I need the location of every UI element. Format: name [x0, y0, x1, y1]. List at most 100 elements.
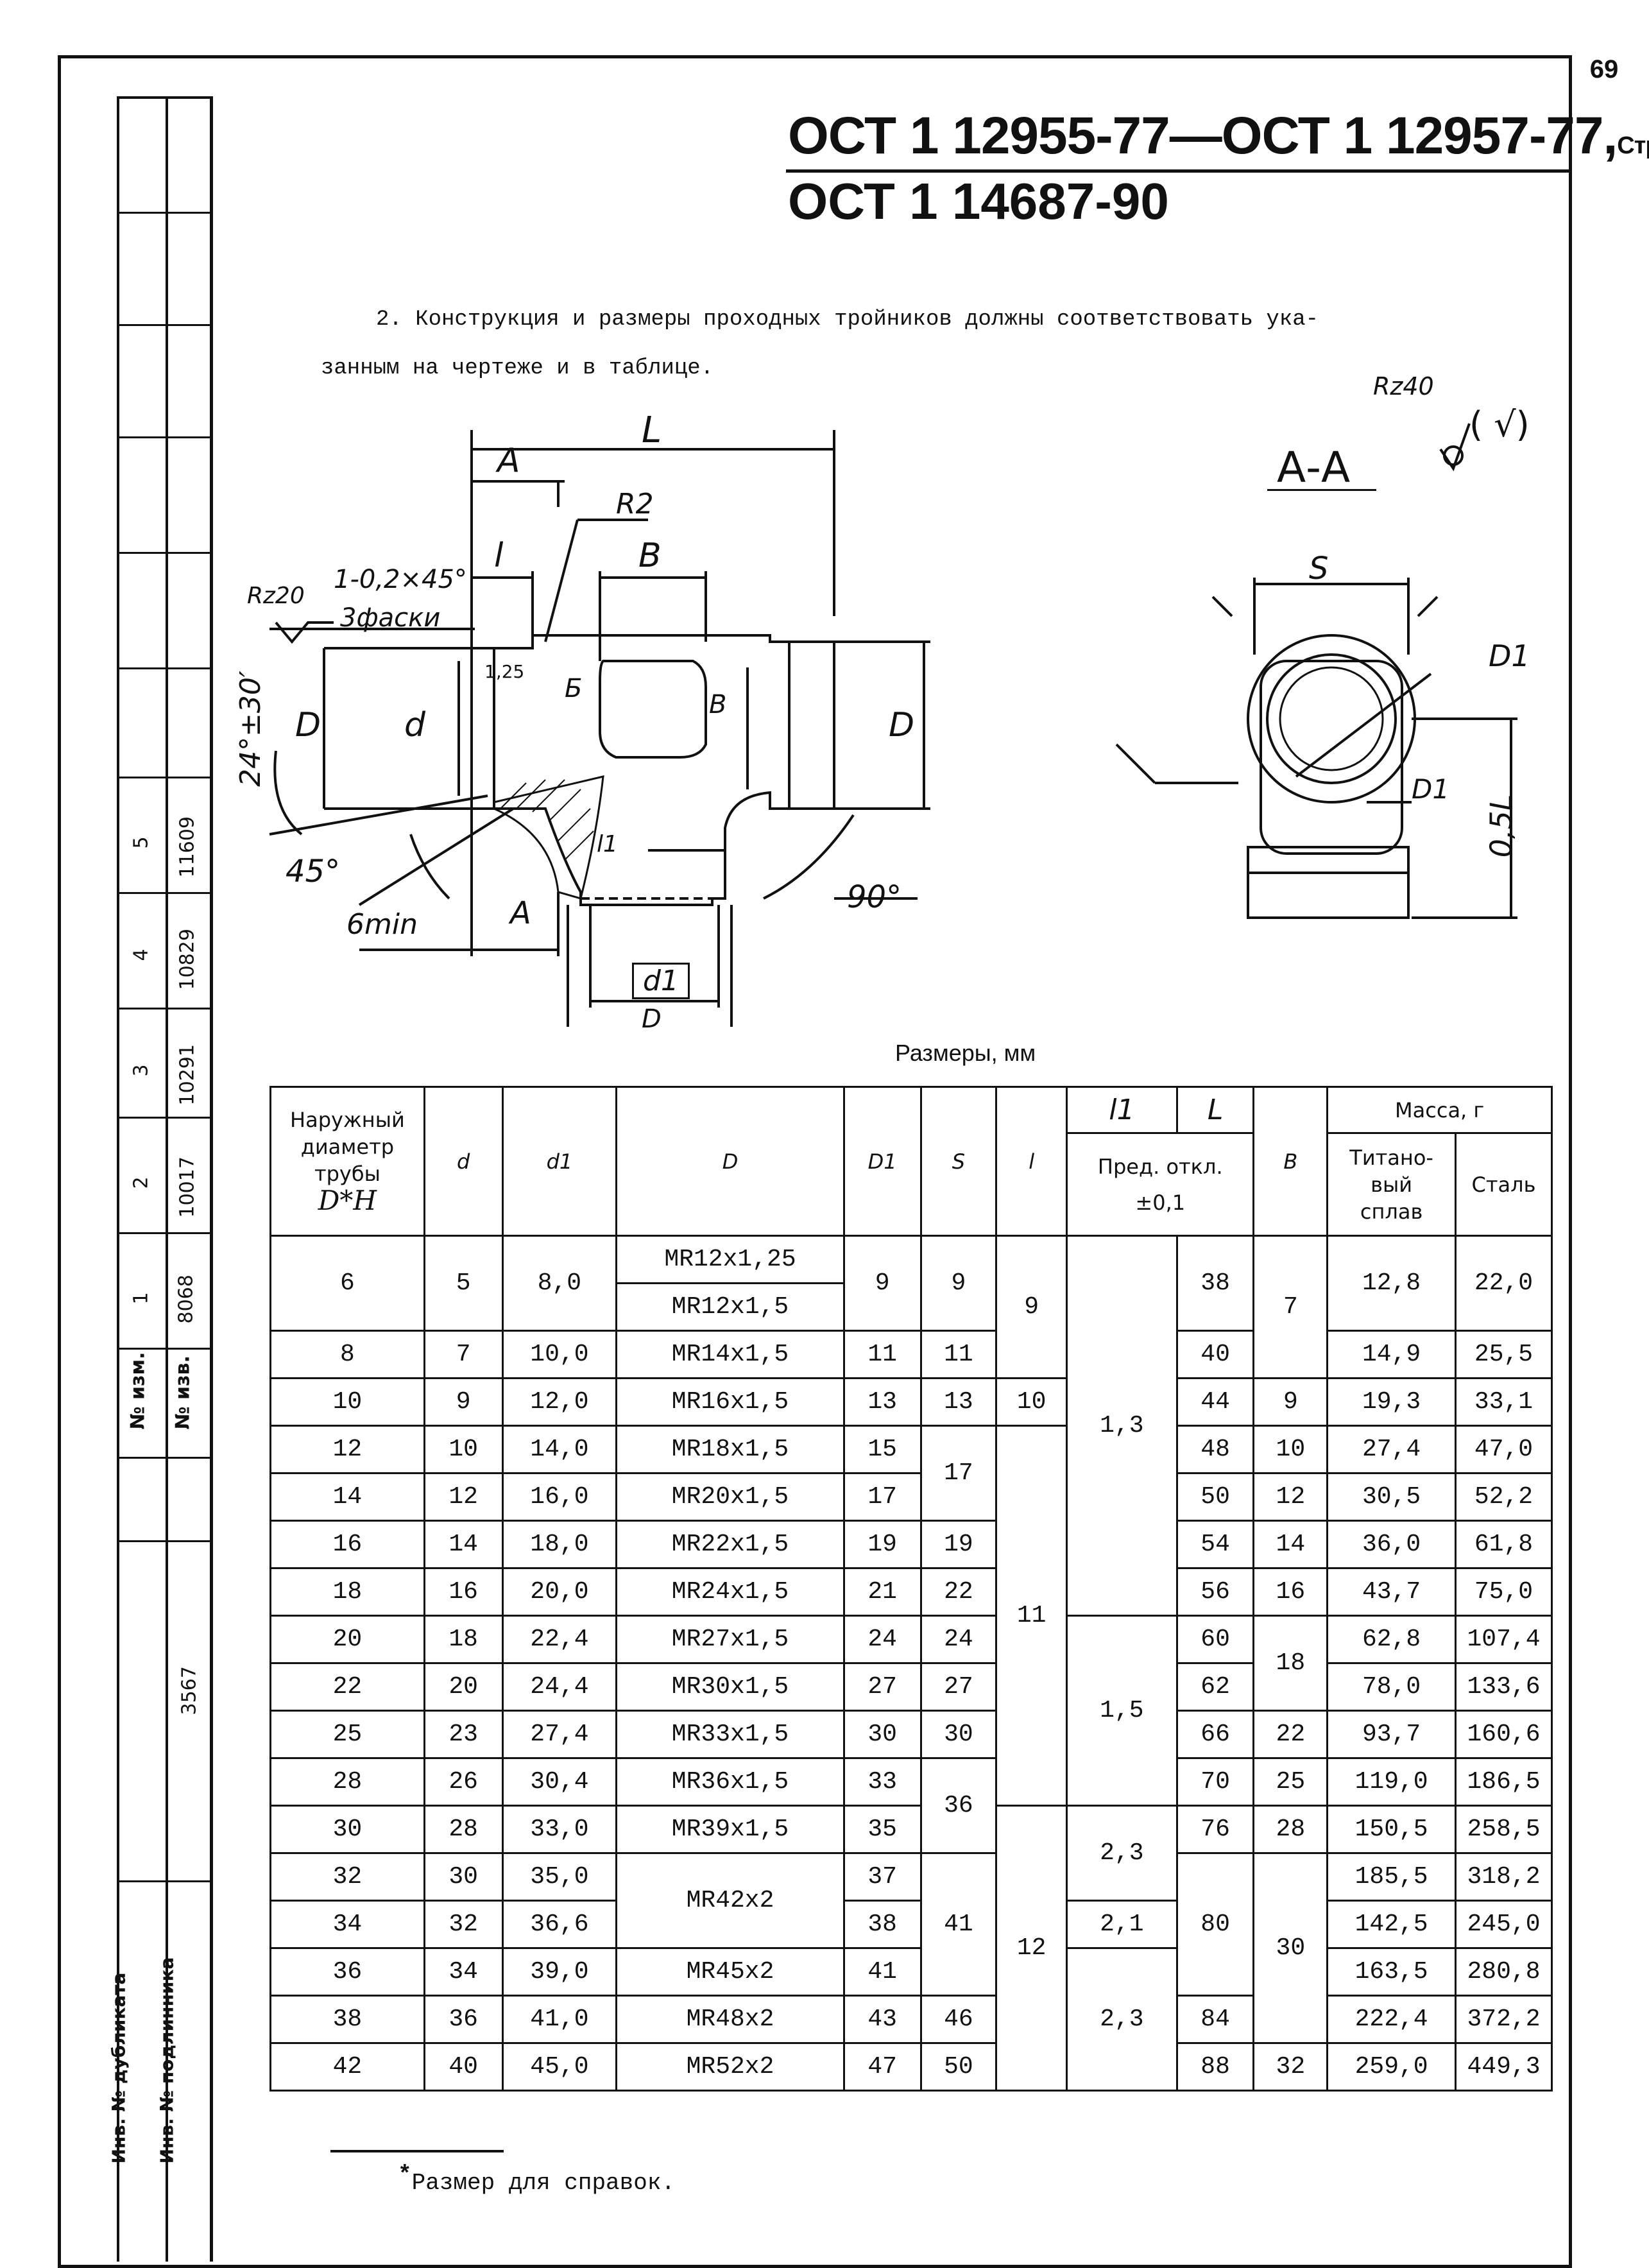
label-d1: d1 — [632, 963, 690, 999]
arc-90deg — [763, 814, 855, 900]
header-l1: l1 — [1066, 1086, 1178, 1134]
header-L: L — [1175, 1086, 1255, 1134]
table-row: 32 30 35,0 MR42x2 37 41 80 30 185,5 318,… — [269, 1852, 1553, 2044]
page-label: Стр. — [1617, 132, 1649, 159]
stamp-label-notice: № изв. — [171, 1355, 194, 1430]
label-90deg: 90° — [847, 879, 902, 915]
inventory-number: 3567 — [178, 1666, 201, 1715]
table-row: 12 10 14,0 MR18x1,5 15 17 11 48 10 27,4 … — [269, 1425, 1553, 1807]
tee-body-outline — [470, 634, 835, 906]
stamp-row-line — [117, 1117, 213, 1119]
arc-24deg — [273, 750, 303, 836]
stamp-row-line — [117, 1880, 213, 1882]
notice-8068: 8068 — [175, 1275, 198, 1324]
label-l: l — [494, 537, 504, 575]
label-A-top: A — [497, 442, 520, 480]
hatched-section — [493, 775, 604, 900]
label-1-25: 1,25 — [484, 661, 525, 682]
notice-10017: 10017 — [176, 1156, 199, 1218]
label-chamfer: 1-0,2×45° — [334, 565, 467, 594]
label-D1-bottom: D1 — [1412, 773, 1450, 805]
stamp-strip-right-border — [210, 96, 213, 2262]
label-B-cyr: Б — [565, 674, 583, 703]
paragraph-line2: занным на чертеже и в таблице. — [321, 356, 714, 381]
header-tolerance: Пред. откл.±0,1 — [1066, 1132, 1255, 1237]
leader-45 — [358, 807, 515, 906]
header-d: d — [423, 1086, 504, 1237]
tee-inner-bore — [599, 660, 707, 759]
stamp-label-rev: № изм. — [126, 1352, 150, 1430]
label-S: S — [1309, 551, 1329, 587]
stamp-row-line — [117, 436, 213, 438]
label-roughness-alt: ( √) — [1469, 404, 1530, 445]
stamp-row-line — [117, 1348, 213, 1350]
stamp-label-duplicate: Инв. № дубликата — [108, 1972, 130, 2164]
label-A-bottom: A — [510, 895, 531, 931]
table-row: 34 32 36,6 38 2,1 142,5 245,0 — [269, 1900, 1553, 1949]
label-L: L — [642, 409, 662, 451]
stamp-row-line — [117, 667, 213, 669]
table-row: 25 23 27,4 MR33x1,5 30 30 66 22 93,7 160… — [269, 1710, 1553, 1759]
header-d1: d1 — [501, 1086, 618, 1237]
table-row: 38 36 41,0 MR48x2 43 46 84 222,4 372,2 — [269, 1995, 1553, 2044]
stamp-row-line — [117, 1540, 213, 1542]
table-row: 28 26 30,4 MR36x1,5 33 36 70 25 119,0 18… — [269, 1757, 1553, 1854]
footnote-text: Размер для справок. — [411, 2170, 676, 2196]
page-number: 69 — [1589, 55, 1619, 83]
notice-10291: 10291 — [176, 1044, 199, 1106]
label-roughness-general: Rz40 — [1373, 372, 1434, 400]
header-B: B — [1252, 1086, 1329, 1237]
stamp-row-line — [117, 552, 213, 554]
header-l: l — [995, 1086, 1068, 1237]
header-mass: Масса, г — [1326, 1086, 1553, 1134]
table-row: 16 14 18,0 MR22x1,5 19 19 54 14 36,0 61,… — [269, 1520, 1553, 1569]
stamp-strip-left — [117, 96, 119, 2262]
label-D-right: D — [889, 706, 915, 744]
table-row: 30 28 33,0 MR39x1,5 35 12 2,3 76 28 150,… — [269, 1805, 1553, 2092]
label-6min: 6min — [346, 908, 418, 941]
footnote-separator — [330, 2150, 504, 2152]
table-row: 36 34 39,0 MR45x2 41 2,3 163,5 280,8 — [269, 1947, 1553, 2092]
section-base — [1247, 846, 1410, 919]
header-S: S — [919, 1086, 998, 1237]
footnote: *Размер для справок. — [398, 2161, 675, 2196]
section-body — [1260, 660, 1403, 855]
table-row: 14 12 16,0 MR20x1,5 17 50 12 30,5 52,2 — [269, 1472, 1553, 1522]
stamp-row-line — [117, 1457, 213, 1459]
stamp-row-line — [117, 324, 213, 326]
label-3-chamfers: 3фаски — [340, 603, 441, 633]
table-row: 10 9 12,0 MR16x1,5 13 13 10 44 9 19,3 33… — [269, 1377, 1553, 1427]
stamp-strip-top — [117, 96, 213, 99]
label-l1: l1 — [597, 831, 618, 857]
table-row: 18 16 20,0 MR24x1,5 21 22 56 16 43,7 75,… — [269, 1567, 1553, 1617]
stamp-row-line — [117, 1232, 213, 1234]
label-R2: R2 — [616, 488, 654, 520]
revision-2: 2 — [130, 1176, 153, 1189]
label-rz20: Rz20 — [247, 583, 305, 609]
roughness-mark — [275, 621, 334, 644]
header-mass-steel: Сталь — [1455, 1132, 1553, 1237]
label-D-bottom: D — [642, 1004, 662, 1034]
table-row: 6 5 8,0 MR12x1,25 9 9 9 1,3 38 7 12,8 22… — [269, 1235, 1553, 1617]
leader-D1 — [1295, 673, 1432, 778]
label-24-30: 24°±30′ — [234, 671, 267, 787]
stamp-row-line — [117, 892, 213, 894]
label-section-AA: А-А — [1277, 443, 1351, 492]
revision-1: 1 — [130, 1292, 153, 1305]
label-d: d — [404, 706, 426, 744]
arc-45deg — [409, 834, 450, 900]
paragraph-line1: 2. Конструкция и размеры проходных тройн… — [376, 307, 1319, 332]
label-B: B — [638, 537, 662, 575]
table-caption: Размеры, мм — [895, 1040, 1036, 1066]
stamp-row-line — [117, 212, 213, 214]
stamp-row-line — [117, 1008, 213, 1009]
table-row: MR12x1,5 — [271, 1282, 1552, 1332]
revision-3: 3 — [130, 1064, 153, 1077]
label-D1-top: D1 — [1489, 639, 1530, 673]
tee-drawing — [269, 423, 1517, 1027]
header-D1: D1 — [842, 1086, 922, 1237]
label-D-left: D — [295, 706, 321, 744]
stamp-row-line — [117, 777, 213, 778]
